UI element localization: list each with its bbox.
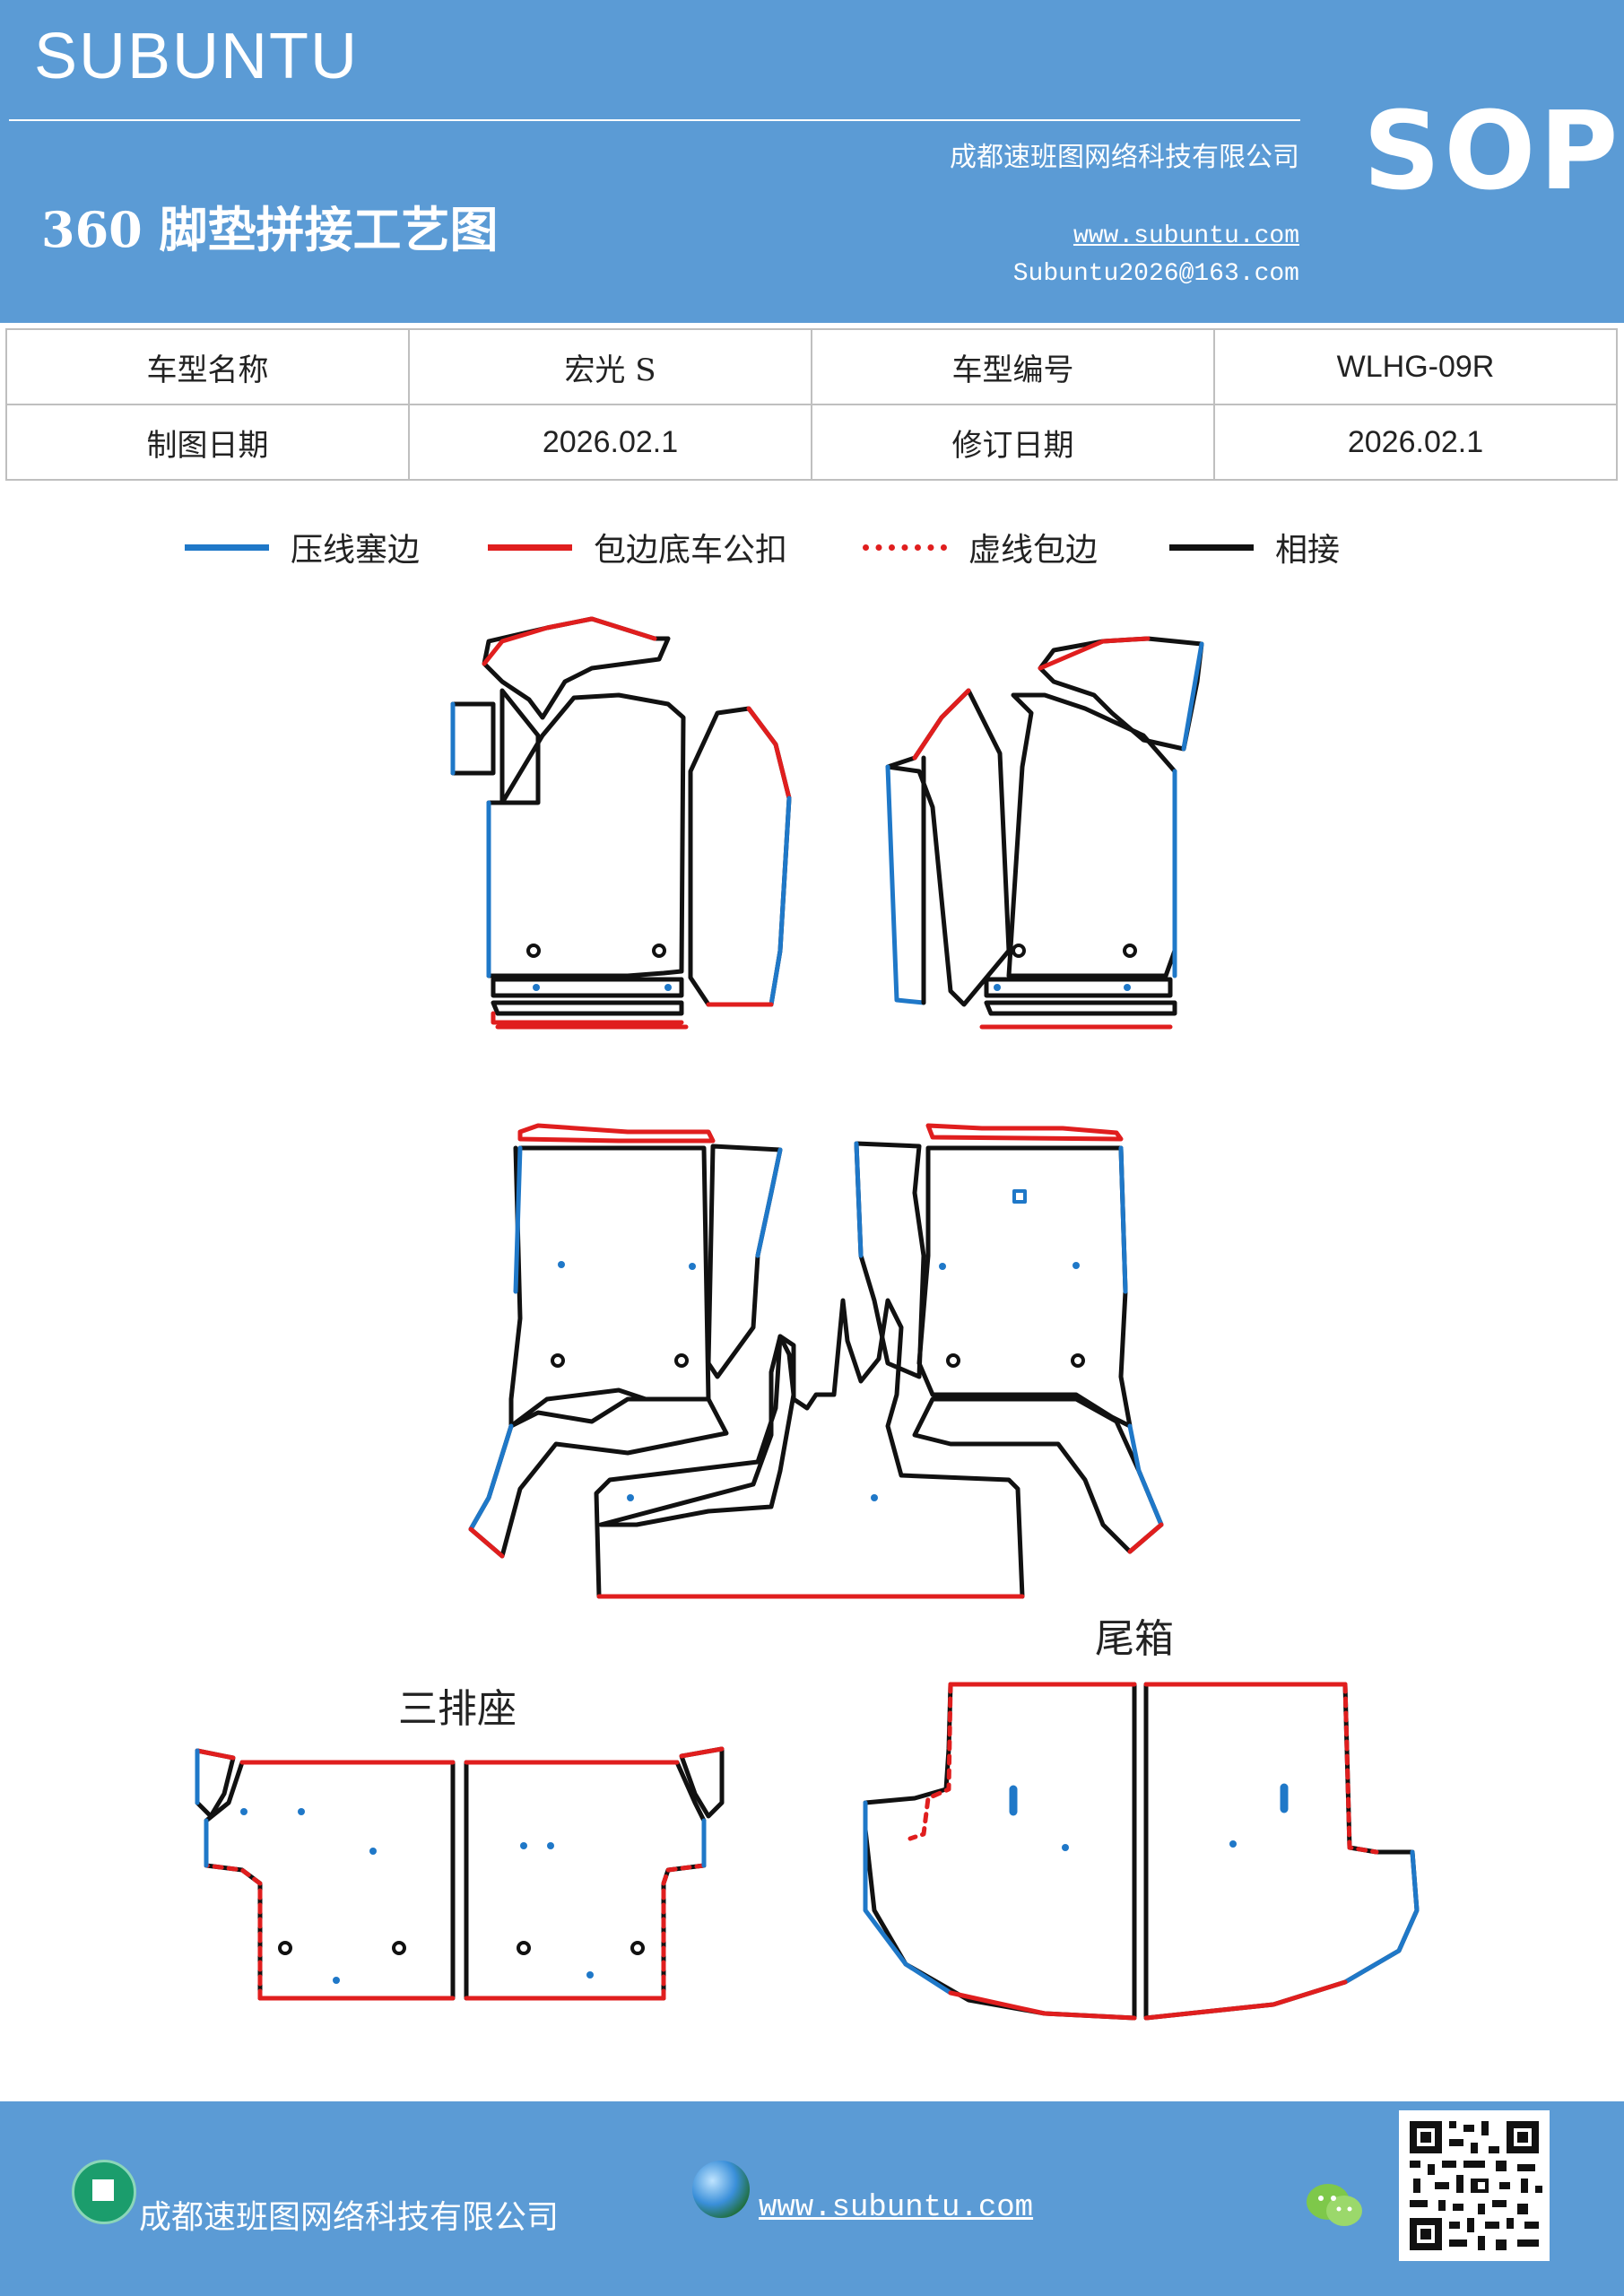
footer-company: 成都速班图网络科技有限公司	[139, 2199, 560, 2236]
legend-item: 压线塞边	[185, 524, 420, 570]
legend-label: 虚线包边	[968, 532, 1099, 569]
legend-swatch	[488, 544, 572, 551]
wechat-icon[interactable]	[1305, 2180, 1364, 2231]
legend-swatch	[863, 544, 947, 551]
front-left-mat	[450, 616, 792, 1030]
table-cell: 制图日期	[5, 404, 410, 481]
vehicle-info-table: 车型名称 宏光 S 车型编号 WLHG-09R 制图日期 2026.02.1 修…	[5, 328, 1618, 481]
legend-label: 包边底车公扣	[594, 532, 788, 569]
header-divider	[9, 119, 1300, 121]
legend-label: 压线塞边	[291, 532, 421, 569]
footer-banner: 成都速班图网络科技有限公司 www.subuntu.com	[0, 2101, 1624, 2296]
table-cell: 车型编号	[811, 328, 1215, 405]
sop-label: SOP	[1363, 90, 1622, 214]
globe-icon	[692, 2161, 750, 2218]
third-row-label: 三排座	[398, 1686, 517, 1732]
qr-code	[1399, 2110, 1550, 2261]
header-company: 成都速班图网络科技有限公司	[950, 142, 1299, 173]
third-row-mat	[195, 1746, 725, 2001]
middle-left-mat	[468, 1123, 796, 1559]
header-banner: SUBUNTU 成都速班图网络科技有限公司 SOP 360 脚垫拼接工艺图 ww…	[0, 0, 1624, 323]
middle-center-mat	[594, 1298, 1025, 1599]
edge-legend: 压线塞边 包边底车公扣 虚线包边 相接	[0, 524, 1624, 578]
floor-mat-diagram: 三排座 尾箱	[195, 616, 1420, 2021]
table-row: 制图日期 2026.02.1 修订日期 2026.02.1	[5, 404, 1618, 481]
table-cell: 2026.02.1	[1213, 404, 1618, 481]
table-cell: 修订日期	[811, 404, 1215, 481]
header-website-link[interactable]: www.subuntu.com	[1073, 222, 1299, 250]
legend-item: 相接	[1169, 524, 1340, 570]
middle-right-mat	[854, 1123, 1164, 1554]
table-row: 车型名称 宏光 S 车型编号 WLHG-09R	[5, 328, 1618, 405]
home-icon	[72, 2160, 136, 2224]
legend-item: 包边底车公扣	[488, 524, 787, 570]
footer-website-link[interactable]: www.subuntu.com	[759, 2191, 1034, 2225]
legend-swatch	[185, 544, 269, 551]
table-cell: 2026.02.1	[408, 404, 812, 481]
legend-swatch	[1169, 544, 1254, 551]
page-title: 360 脚垫拼接工艺图	[41, 201, 499, 258]
trunk-label: 尾箱	[1095, 1616, 1174, 1662]
table-cell: WLHG-09R	[1213, 328, 1618, 405]
table-cell: 车型名称	[5, 328, 410, 405]
legend-label: 相接	[1275, 532, 1341, 569]
front-right-mat	[885, 636, 1204, 1030]
legend-item: 虚线包边	[863, 524, 1098, 570]
trunk-mat	[863, 1682, 1420, 2021]
brand-logo-text: SUBUNTU	[34, 21, 360, 92]
table-cell: 宏光 S	[408, 328, 812, 405]
header-email: Subuntu2026@163.com	[1012, 260, 1299, 288]
